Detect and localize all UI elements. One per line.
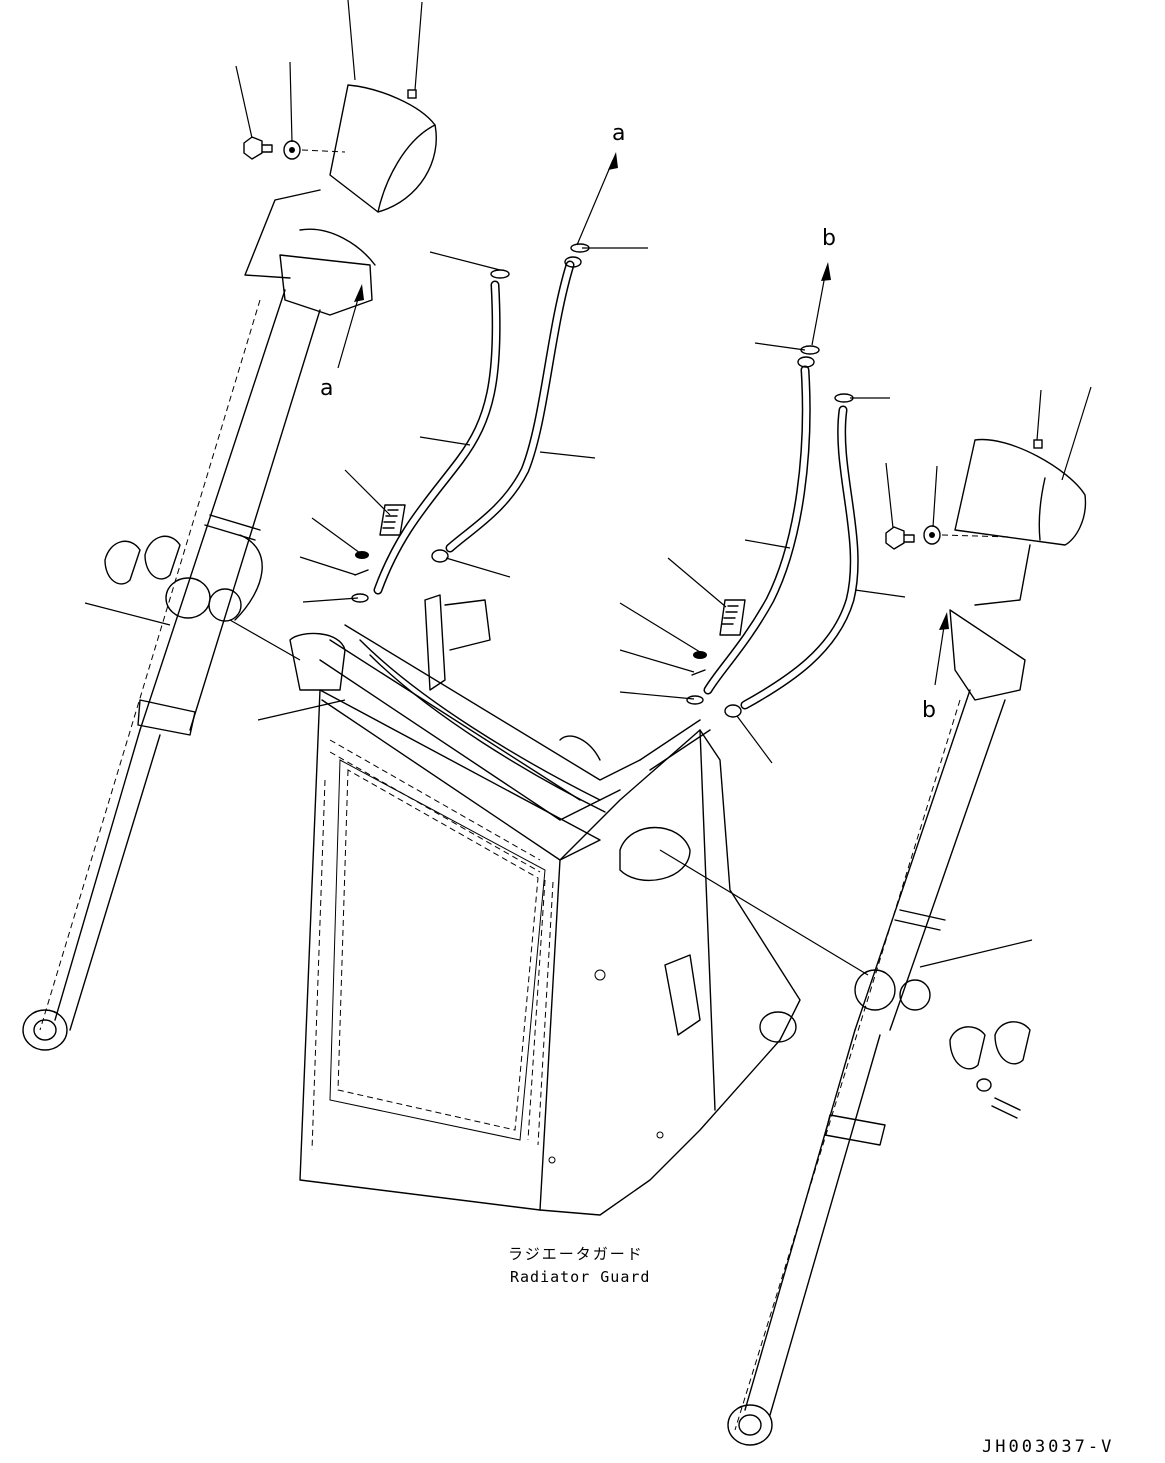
ref-label-a-top: a [612,121,625,146]
rivet-rows [311,739,554,1151]
cylinder-mount-left [289,632,346,691]
cylinder-mount-right [619,826,691,882]
left-lift-cylinder [22,228,376,1051]
hex-bolt-left [243,136,263,160]
trunnion-cap-left-2 [144,535,181,580]
flange-bolt-right [686,599,746,705]
hex-bolt-right [885,526,905,550]
hose-cover-right [954,438,1087,546]
o-ring-1 [490,269,510,279]
hose-4 [740,405,859,710]
right-lift-cylinder [727,609,1031,1446]
caption-japanese: ラジエータガード [508,1245,644,1263]
pivot-boss [759,1011,797,1043]
side-cover [664,954,701,1036]
radiator-guard [289,594,801,1216]
washer-right [923,525,941,545]
ref-label-b-right: b [922,698,936,723]
trunnion-cap-right-2 [994,1021,1031,1065]
hydraulic-hoses [351,243,859,718]
trunnion-cap-left-1 [104,540,141,585]
o-ring-5 [431,549,449,563]
trunnion-cap-right-1 [949,1026,986,1070]
ref-label-b-top: b [822,226,836,251]
caption-english: Radiator Guard [510,1268,650,1286]
left-cover-assembly [243,84,437,279]
o-ring-6 [724,704,742,718]
hose-cover-left [329,84,437,213]
drawing-number: JH003037-V [982,1437,1114,1457]
ref-label-a-left: a [320,376,333,401]
right-cover-assembly [885,438,1087,606]
reference-arrows [337,152,949,686]
leader-lines [84,0,1092,976]
hose-2 [445,260,575,553]
